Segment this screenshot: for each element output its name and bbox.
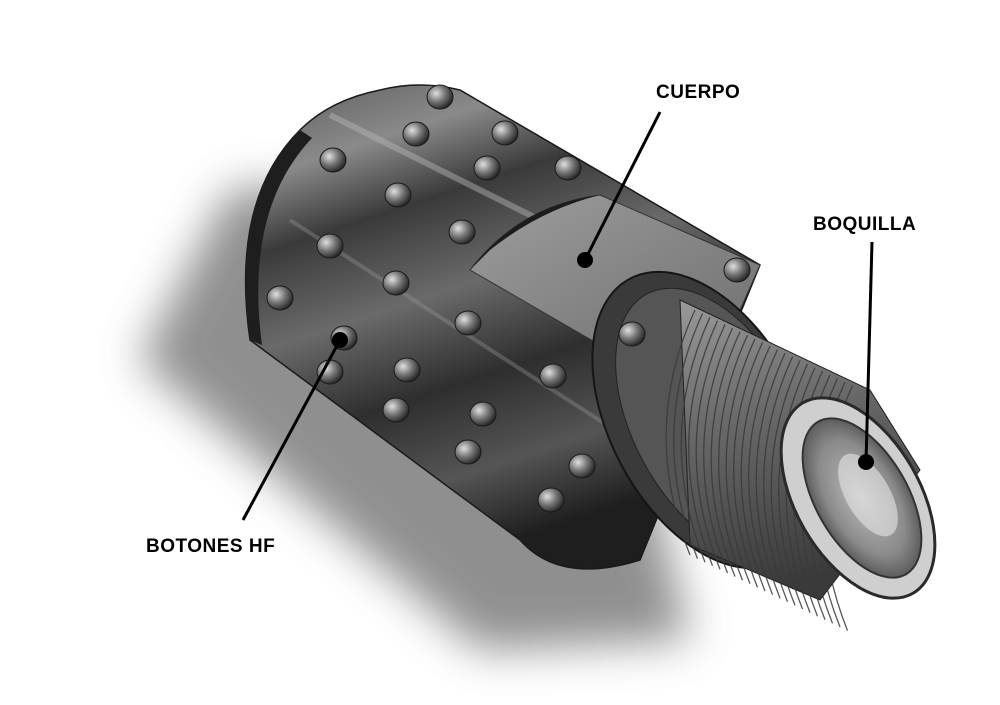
- thread-groove: [695, 324, 726, 570]
- hf-button: [316, 359, 344, 385]
- hf-button: [491, 120, 519, 146]
- label-cuerpo: CUERPO: [656, 82, 741, 103]
- hf-button: [384, 182, 412, 208]
- hf-button: [454, 310, 482, 336]
- hf-button: [454, 439, 482, 465]
- label-botones-hf: BOTONES HF: [146, 536, 276, 557]
- hf-button: [723, 257, 751, 283]
- thread-groove: [703, 327, 734, 574]
- hf-buttons: [266, 84, 751, 513]
- leader-lines: [241, 111, 874, 521]
- leader-dot-boquilla: [858, 454, 874, 470]
- hf-button: [393, 357, 421, 383]
- hf-button: [469, 401, 497, 427]
- hf-button: [402, 121, 430, 147]
- hf-button: [618, 321, 646, 347]
- thread-groove: [733, 342, 764, 588]
- label-boquilla: BOQUILLA: [813, 214, 917, 235]
- hf-button: [316, 233, 344, 259]
- thread-groove: [725, 338, 756, 585]
- leader-dot-botones: [332, 332, 348, 348]
- thread-groove: [755, 352, 786, 599]
- thread-groove: [680, 316, 711, 563]
- thread-groove: [748, 349, 779, 595]
- hf-button: [319, 147, 347, 173]
- thread-groove: [718, 334, 749, 581]
- hf-button: [473, 155, 501, 181]
- thread-groove: [688, 320, 719, 567]
- hf-button: [539, 363, 567, 389]
- thread-groove: [740, 345, 771, 592]
- hf-button: [554, 155, 582, 181]
- thread-groove: [665, 309, 696, 556]
- thread-groove: [770, 360, 801, 606]
- leader-line-boquilla: [864, 241, 874, 463]
- hf-button: [448, 219, 476, 245]
- hf-button: [568, 453, 596, 479]
- hf-button: [382, 397, 410, 423]
- hf-button: [426, 84, 454, 110]
- thread-groove: [710, 331, 741, 577]
- hf-button: [537, 487, 565, 513]
- hf-button: [382, 270, 410, 296]
- leader-dot-cuerpo: [577, 252, 593, 268]
- hf-button: [266, 285, 294, 311]
- threaded-pin: [665, 299, 937, 631]
- thread-groove: [673, 313, 704, 559]
- leader-line-botones: [241, 339, 342, 521]
- thread-groove: [778, 363, 809, 610]
- thread-groove: [763, 356, 794, 603]
- leader-line-cuerpo: [583, 111, 662, 261]
